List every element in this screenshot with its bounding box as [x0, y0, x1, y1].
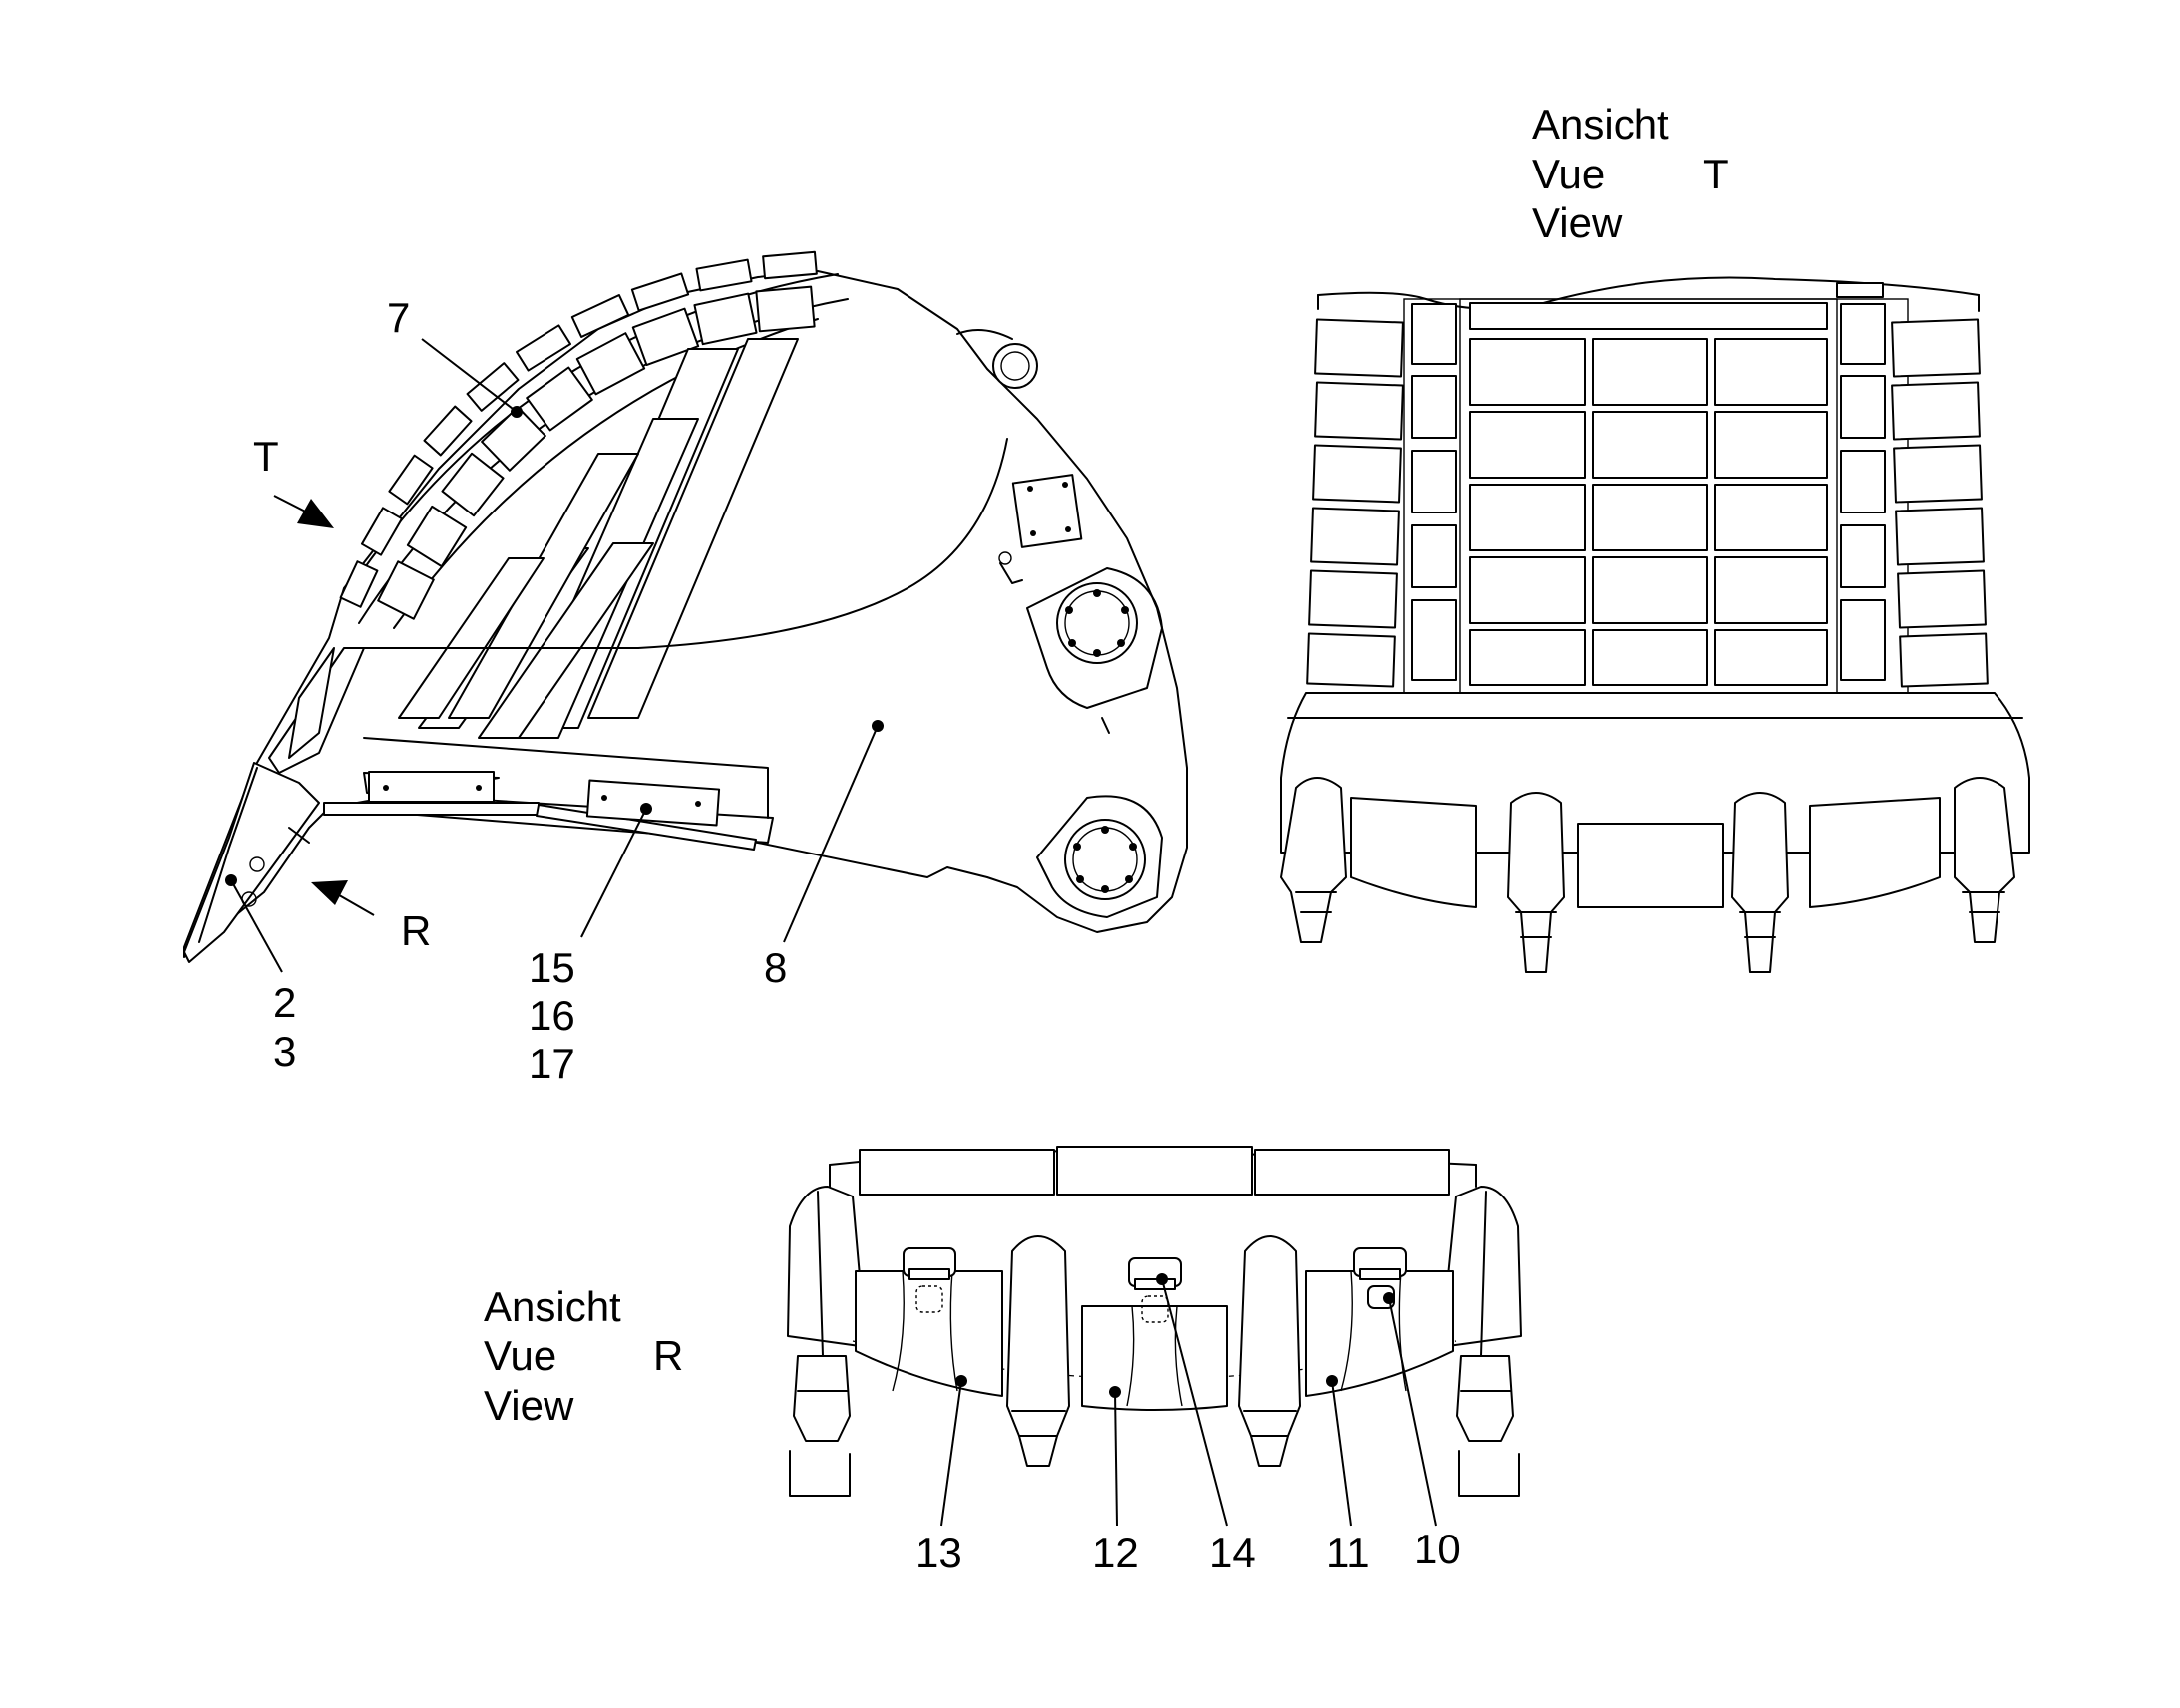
svg-text:16: 16: [529, 992, 575, 1039]
callout-12: 12: [1092, 1386, 1139, 1576]
svg-text:7: 7: [387, 294, 410, 341]
svg-text:T: T: [1703, 151, 1729, 197]
view-r-caption: Ansicht Vue View R: [484, 1283, 683, 1429]
svg-text:R: R: [653, 1332, 683, 1379]
svg-text:17: 17: [529, 1040, 575, 1087]
svg-text:Ansicht: Ansicht: [484, 1283, 621, 1330]
callout-14: 14: [1156, 1273, 1256, 1576]
wear-blocks-arc: [339, 250, 818, 620]
view-r-drawing: [787, 1146, 1522, 1497]
svg-text:15: 15: [529, 944, 575, 991]
bucket-side-view: [183, 250, 1188, 963]
svg-text:8: 8: [764, 944, 787, 991]
svg-text:Ansicht: Ansicht: [1532, 101, 1669, 148]
side-wear-plates: [398, 338, 799, 739]
callout-2-3: 2 3: [225, 874, 296, 1075]
view-r-teeth: [793, 1235, 1514, 1467]
callout-15-16-17: 15 16 17: [529, 803, 652, 1087]
svg-text:10: 10: [1414, 1526, 1461, 1572]
view-t-drawing: [1280, 276, 2030, 973]
svg-text:2: 2: [273, 979, 296, 1026]
arrow-t: T: [253, 433, 334, 528]
svg-text:Vue: Vue: [1532, 151, 1605, 197]
view-t-caption: Ansicht Vue View T: [1532, 101, 1729, 246]
svg-text:14: 14: [1209, 1530, 1256, 1576]
svg-text:11: 11: [1326, 1530, 1370, 1576]
svg-text:3: 3: [273, 1028, 296, 1075]
arrow-r: R: [311, 880, 431, 954]
svg-text:12: 12: [1092, 1530, 1139, 1576]
arrow-t-label: T: [253, 433, 279, 480]
svg-text:View: View: [1532, 199, 1623, 246]
callout-11: 11: [1326, 1375, 1370, 1576]
callout-10: 10: [1383, 1292, 1461, 1572]
callout-8: 8: [764, 720, 884, 991]
svg-text:Vue: Vue: [484, 1332, 556, 1379]
svg-text:View: View: [484, 1382, 574, 1429]
callout-7: 7: [387, 294, 523, 418]
arrow-r-label: R: [401, 907, 431, 954]
view-t-teeth: [1280, 777, 2015, 973]
callout-13: 13: [915, 1375, 967, 1576]
view-t-grid: [1469, 338, 1828, 686]
svg-text:13: 13: [915, 1530, 962, 1576]
